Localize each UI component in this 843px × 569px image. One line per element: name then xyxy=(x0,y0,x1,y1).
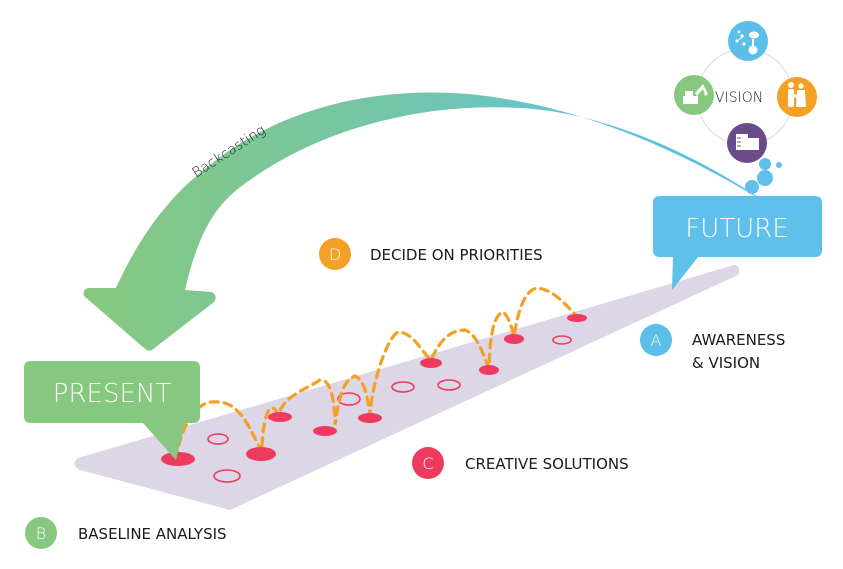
milestone xyxy=(420,358,442,368)
milestones xyxy=(161,314,587,466)
milestone-hole xyxy=(213,469,241,483)
milestone xyxy=(504,334,524,344)
milestone-hole xyxy=(337,392,361,406)
step-b: B BASELINE ANALYSIS xyxy=(25,517,227,549)
step-c-letter: C xyxy=(422,454,433,473)
step-c-badge xyxy=(412,447,444,479)
future-bubble: FUTURE xyxy=(653,196,822,290)
step-a-text-line-2: & VISION xyxy=(692,354,760,372)
science-icon xyxy=(728,21,768,61)
milestone xyxy=(479,365,499,375)
progress-path xyxy=(174,286,579,461)
future-label: FUTURE xyxy=(685,214,788,244)
vision-label: VISION xyxy=(715,90,763,106)
milestone xyxy=(268,412,292,422)
step-d-text: DECIDE ON PRIORITIES xyxy=(370,246,543,264)
family-icon xyxy=(777,77,817,117)
step-b-text: BASELINE ANALYSIS xyxy=(78,525,227,543)
step-d-badge xyxy=(319,238,351,270)
excavator-icon xyxy=(674,75,714,115)
step-d-letter: D xyxy=(329,245,341,264)
milestone xyxy=(567,314,587,322)
milestone-hole xyxy=(207,433,229,445)
present-label: PRESENT xyxy=(53,379,172,409)
milestone xyxy=(161,452,195,466)
milestone-hole xyxy=(552,335,572,345)
milestone-holes xyxy=(207,335,572,483)
step-a-text-line-1: AWARENESS xyxy=(692,331,785,349)
milestone xyxy=(313,426,337,436)
step-a-letter: A xyxy=(651,331,662,350)
step-c-text: CREATIVE SOLUTIONS xyxy=(465,455,629,473)
backcasting-arrow xyxy=(83,92,770,351)
vision-cluster: VISION xyxy=(674,21,817,194)
step-a-badge xyxy=(640,324,672,356)
step-b-badge xyxy=(25,517,57,549)
milestone xyxy=(358,413,382,423)
buildings-icon xyxy=(727,123,767,163)
milestone xyxy=(246,447,276,461)
step-d: D DECIDE ON PRIORITIES xyxy=(319,238,543,270)
step-c: C CREATIVE SOLUTIONS xyxy=(412,447,629,479)
milestone-hole xyxy=(391,381,415,393)
present-bubble: PRESENT xyxy=(24,361,200,460)
step-a: A AWARENESS & VISION xyxy=(640,324,785,372)
thought-bubbles xyxy=(745,158,782,194)
milestone-hole xyxy=(437,379,461,391)
step-b-letter: B xyxy=(36,524,46,543)
timeline-platform xyxy=(74,265,740,510)
